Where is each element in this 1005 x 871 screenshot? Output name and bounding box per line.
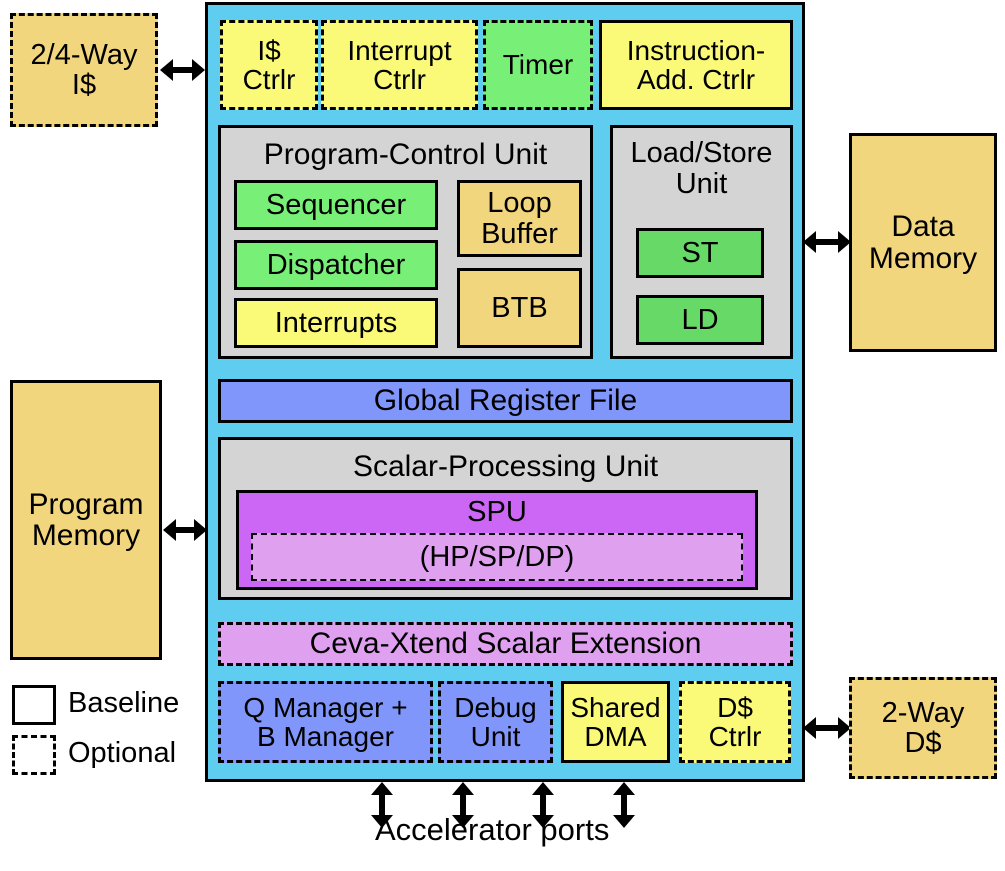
icache-ctrlr-label-line2: Ctrlr [242, 64, 296, 95]
external-program-memory-label-line1: Program [28, 487, 144, 521]
shared-dma-label-line2: DMA [584, 721, 647, 752]
dcache-ctrlr-label-line1: D$ [717, 691, 753, 723]
interrupts-label: Interrupts [274, 306, 398, 339]
instruction-address-ctrlr-label-line2: Add. Ctrlr [636, 64, 756, 95]
loop-buffer-label-line1: Loop [487, 187, 552, 220]
accelerator-ports-label: Accelerator ports [375, 812, 610, 847]
external-block-program-memory[interactable]: Program Memory [10, 380, 162, 660]
block-global-register-file[interactable]: Global Register File [218, 379, 793, 423]
q-manager-label-line2: B Manager [257, 721, 394, 752]
block-timer[interactable]: Timer [483, 20, 593, 110]
legend-label-baseline: Baseline [68, 687, 180, 719]
external-icache-label-line1: 2/4-Way [30, 38, 138, 71]
load-store-unit-title-line2: Unit [675, 167, 728, 200]
debug-unit-label-line2: Unit [470, 721, 521, 752]
ceva-xtend-label: Ceva-Xtend Scalar Extension [309, 627, 702, 661]
external-block-data-memory[interactable]: Data Memory [849, 133, 997, 352]
q-manager-label-line1: Q Manager + [243, 691, 408, 723]
block-q-manager-b-manager[interactable]: Q Manager + B Manager [218, 681, 433, 763]
program-control-unit-title: Program-Control Unit [263, 138, 548, 171]
timer-label: Timer [502, 49, 574, 81]
block-spu-precision[interactable]: (HP/SP/DP) [251, 533, 743, 581]
legend-label-optional: Optional [68, 737, 177, 769]
block-load-unit[interactable]: LD [636, 295, 764, 345]
dispatcher-label: Dispatcher [266, 248, 406, 281]
external-block-icache[interactable]: 2/4-Way I$ [10, 13, 158, 127]
icache-ctrlr-label-line1: I$ [257, 34, 281, 66]
block-instruction-address-ctrlr[interactable]: Instruction- Add. Ctrlr [599, 20, 793, 110]
spu-label: SPU [467, 496, 527, 528]
external-block-dcache[interactable]: 2-Way D$ [849, 677, 997, 779]
legend-swatch-optional [12, 735, 56, 775]
debug-unit-label-line1: Debug [454, 691, 537, 723]
block-dcache-ctrlr[interactable]: D$ Ctrlr [679, 681, 791, 763]
loop-buffer-label-line2: Buffer [481, 217, 558, 250]
btb-label: BTB [491, 291, 548, 324]
external-dcache-label-line2: D$ [904, 727, 942, 759]
sequencer-label: Sequencer [265, 188, 407, 221]
block-sequencer[interactable]: Sequencer [234, 180, 438, 230]
external-program-memory-label-line2: Memory [31, 519, 141, 552]
block-shared-dma[interactable]: Shared DMA [561, 681, 670, 763]
block-interrupts[interactable]: Interrupts [234, 298, 438, 348]
load-store-unit-title-line1: Load/Store [630, 137, 773, 169]
scalar-processing-unit-title: Scalar-Processing Unit [352, 450, 659, 483]
interrupt-ctrlr-label-line2: Ctrlr [373, 64, 426, 95]
instruction-address-ctrlr-label-line1: Instruction- [626, 34, 766, 66]
external-dcache-label-line1: 2-Way [881, 696, 965, 729]
block-debug-unit[interactable]: Debug Unit [438, 681, 553, 763]
interrupt-ctrlr-label-line1: Interrupt [347, 34, 452, 66]
external-data-memory-label-line1: Data [891, 210, 955, 244]
legend-swatch-baseline [12, 685, 56, 725]
load-store-unit-title: Load/Store Unit [610, 138, 793, 199]
global-register-file-label: Global Register File [373, 384, 638, 418]
block-spu[interactable]: SPU (HP/SP/DP) [236, 490, 758, 590]
shared-dma-label-line1: Shared [570, 691, 661, 723]
external-data-memory-label-line2: Memory [868, 241, 978, 275]
block-btb[interactable]: BTB [457, 268, 582, 348]
store-unit-label: ST [681, 236, 719, 269]
block-interrupt-ctrlr[interactable]: Interrupt Ctrlr [321, 20, 478, 110]
block-icache-ctrlr[interactable]: I$ Ctrlr [220, 20, 318, 110]
block-ceva-xtend-scalar-extension[interactable]: Ceva-Xtend Scalar Extension [218, 622, 793, 666]
load-unit-label: LD [681, 303, 719, 336]
block-loop-buffer[interactable]: Loop Buffer [457, 180, 582, 257]
external-icache-label-line2: I$ [71, 69, 97, 101]
block-dispatcher[interactable]: Dispatcher [234, 240, 438, 290]
spu-precision-label: (HP/SP/DP) [419, 540, 575, 573]
block-store-unit[interactable]: ST [636, 228, 764, 278]
dcache-ctrlr-label-line2: Ctrlr [708, 721, 762, 752]
